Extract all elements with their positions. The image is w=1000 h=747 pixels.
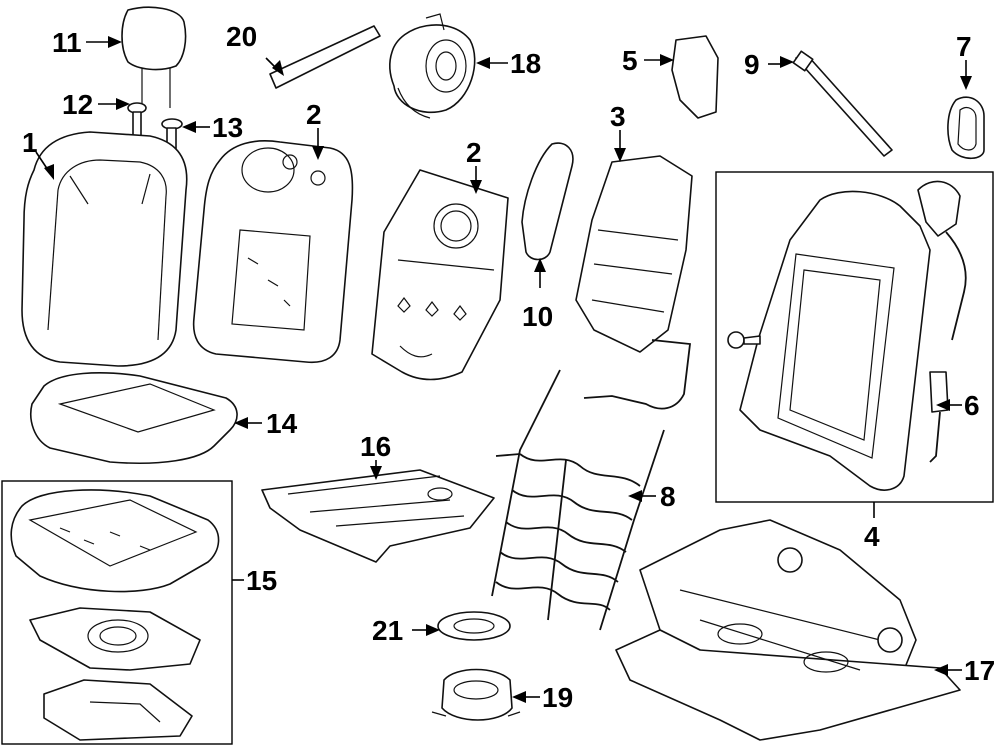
frame-group-box	[715, 171, 994, 503]
spring-mat-8-part	[491, 369, 665, 631]
callout-20: 20	[226, 21, 257, 52]
callout-6: 6	[964, 390, 980, 421]
back-pad-3-part	[575, 155, 693, 410]
leader-lines	[35, 36, 972, 703]
back-board-2b-part	[371, 169, 509, 381]
callout-19: 19	[542, 682, 573, 713]
callout-16: 16	[360, 431, 391, 462]
seat-back-frame-4-part	[727, 180, 967, 491]
cushion-base-15-part	[43, 679, 193, 741]
callout-1: 1	[22, 127, 38, 158]
back-panel-2a-part	[192, 140, 354, 364]
speaker-18-part	[389, 13, 476, 119]
callout-2a: 2	[306, 99, 322, 130]
callout-15: 15	[246, 565, 277, 596]
seat-pan-16-part	[261, 469, 495, 563]
callout-21: 21	[372, 615, 403, 646]
bracket-5-part	[671, 35, 719, 119]
callout-12: 12	[62, 89, 93, 120]
callout-4: 4	[864, 521, 880, 552]
callout-7: 7	[956, 31, 972, 62]
callout-2b: 2	[466, 137, 482, 168]
cushion-plate-15-part	[29, 607, 201, 671]
cushion-group-box	[1, 480, 233, 745]
headrest-part	[121, 6, 187, 110]
callout-14: 14	[266, 408, 298, 439]
seat-track-17-part	[615, 519, 961, 741]
bolster-10-part	[521, 142, 574, 261]
motor-19-part	[431, 668, 521, 721]
callout-17: 17	[964, 655, 995, 686]
callout-5: 5	[622, 45, 638, 76]
rod-9-part	[792, 50, 893, 157]
disc-21-part	[437, 611, 511, 641]
callout-10: 10	[522, 301, 553, 332]
seat-cushion-cover-part	[30, 372, 238, 465]
callout-18: 18	[510, 48, 541, 79]
cushion-pad-15-part	[10, 489, 220, 593]
callout-13: 13	[212, 112, 243, 143]
actuator-6-part	[929, 371, 949, 463]
trim-cap-7-part	[947, 96, 985, 160]
callout-8: 8	[660, 481, 676, 512]
callout-9: 9	[744, 49, 760, 80]
seat-back-cover-part	[21, 131, 188, 367]
trim-strip-part	[269, 25, 381, 89]
callout-3: 3	[610, 101, 626, 132]
callout-11: 11	[52, 27, 82, 58]
